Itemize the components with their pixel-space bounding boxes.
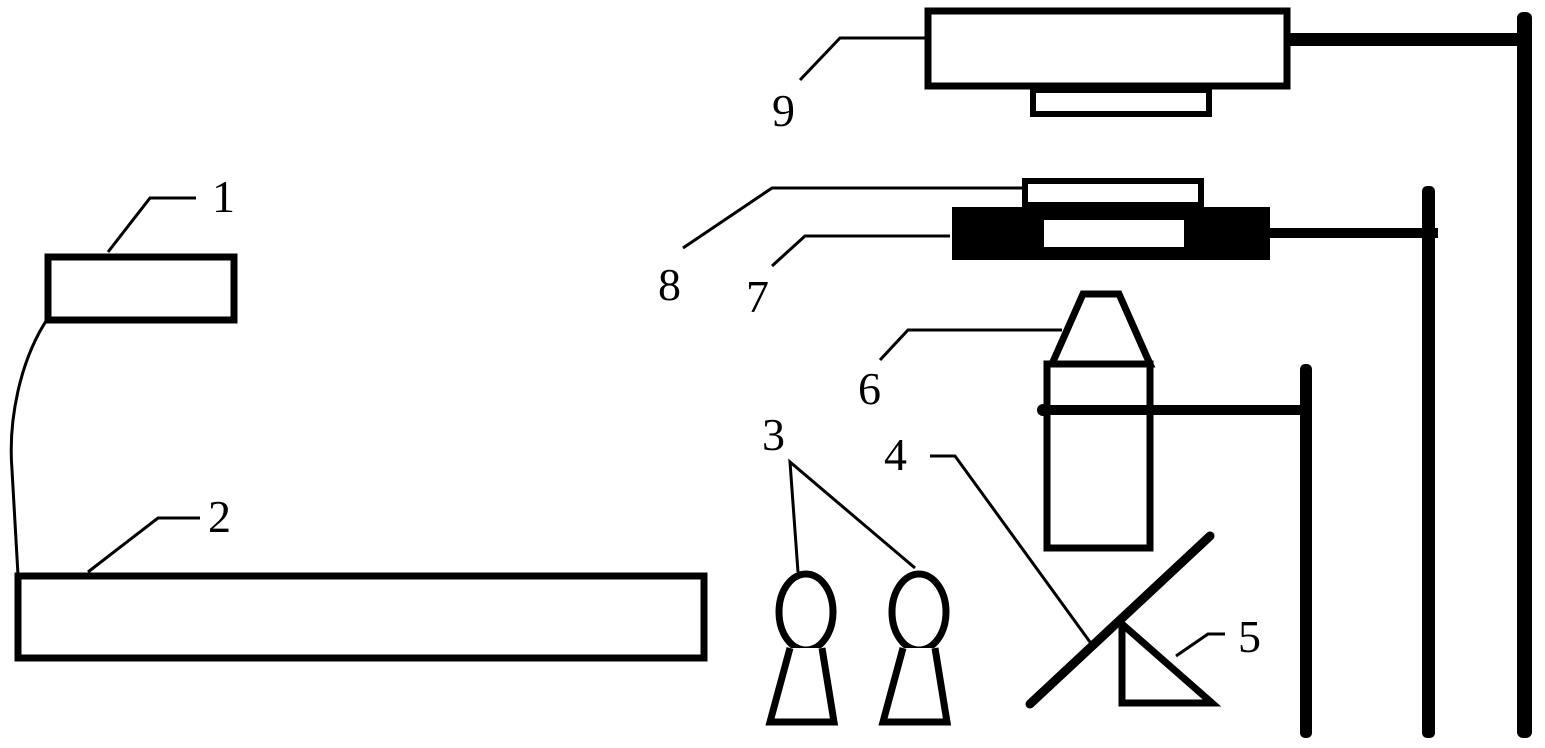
leader-3 [788,458,916,573]
label-8: 8 [658,259,681,310]
component-6-stand [1300,364,1312,738]
component-9-arm [1287,33,1525,46]
component-6-objective [1043,290,1156,552]
leader-4 [930,454,1092,643]
component-7-arm [1268,228,1438,238]
component-1-box [44,253,238,324]
component-2-platform [14,572,708,662]
component-7-stand [1422,186,1435,738]
cable-1-to-2 [9,317,50,576]
label-5: 5 [1238,611,1261,662]
label-2: 2 [208,491,231,542]
leader-1 [106,196,196,253]
component-7-window [1044,220,1184,247]
component-6-arm-joint [1037,404,1049,416]
label-9: 9 [772,85,795,136]
component-9-stand [1517,12,1532,738]
component-9-box [924,7,1291,90]
component-5-prism [1118,616,1222,707]
leader-5 [1175,632,1225,658]
leader-9 [798,36,926,82]
label-7: 7 [746,271,769,322]
component-3-lamp-left [765,570,839,726]
label-4: 4 [884,429,907,480]
component-3-lamp-right [878,570,952,726]
leader-6 [878,328,1062,362]
component-9-foot [1030,87,1212,117]
leader-2 [87,516,200,574]
label-1: 1 [212,171,235,222]
leader-7 [770,234,950,268]
component-8-plate [1022,178,1204,208]
label-3: 3 [762,409,785,460]
leader-8 [682,186,1025,250]
component-6-arm [1040,405,1306,415]
label-6: 6 [858,363,881,414]
